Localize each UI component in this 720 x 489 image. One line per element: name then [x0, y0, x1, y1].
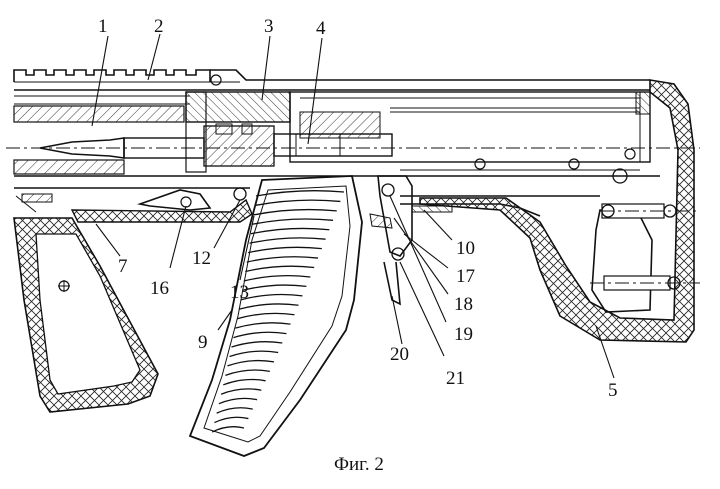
magazine-rib — [216, 407, 253, 414]
magazine-rib — [223, 378, 266, 386]
receiver-housing — [13, 69, 660, 217]
callout-labels: 1 2 3 4 5 7 9 10 12 13 16 17 18 19 20 21 — [98, 16, 618, 401]
callout-21: 21 — [446, 368, 465, 389]
cartridge-in-chamber — [39, 123, 393, 167]
pistol-grip — [13, 217, 159, 413]
magazine-rib — [242, 284, 307, 292]
buttstock — [419, 79, 700, 343]
magazine-rib — [211, 426, 245, 433]
magazine-rib — [255, 190, 345, 197]
magazine-rib — [238, 303, 299, 310]
magazine-rib — [248, 246, 322, 254]
callout-7: 7 — [118, 256, 128, 277]
pin-markers — [210, 74, 636, 170]
callout-12: 12 — [192, 248, 211, 269]
callout-4: 4 — [316, 18, 326, 39]
magazine-rib — [218, 397, 258, 405]
magazine-rib — [250, 227, 330, 235]
magazine-rib — [225, 369, 270, 376]
magazine-rib — [240, 293, 303, 301]
callout-9: 9 — [198, 332, 208, 353]
magazine-ribs — [211, 190, 345, 433]
magazine-rib — [231, 341, 283, 348]
magazine-rib — [214, 416, 249, 424]
callout-3: 3 — [264, 16, 274, 37]
callout-18: 18 — [454, 294, 473, 315]
magazine-rib — [220, 388, 262, 395]
callout-20: 20 — [390, 344, 409, 365]
magazine-rib — [254, 199, 341, 207]
trigger-housing — [15, 187, 253, 223]
magazine-rib — [249, 237, 326, 244]
callout-17: 17 — [456, 266, 475, 287]
callout-10: 10 — [456, 238, 475, 259]
magazine-rib — [245, 265, 315, 273]
magazine-rib — [246, 256, 319, 263]
magazine-rib — [229, 350, 279, 358]
top-rail — [13, 69, 211, 82]
magazine-rib — [243, 274, 311, 282]
magazine-rib — [236, 312, 295, 320]
magazine-catch — [369, 175, 453, 306]
callout-16: 16 — [150, 278, 169, 299]
figure-caption: Фиг. 2 — [334, 454, 384, 475]
magazine-rib — [235, 322, 291, 329]
magazine-rib — [233, 331, 287, 339]
callout-1: 1 — [98, 16, 108, 37]
magazine-rib — [227, 359, 275, 367]
callout-5: 5 — [608, 380, 618, 401]
callout-2: 2 — [154, 16, 164, 37]
leader-lines — [91, 33, 615, 379]
magazine — [188, 175, 363, 457]
callout-13: 13 — [230, 282, 249, 303]
magazine-rib — [252, 218, 334, 225]
magazine-rib — [253, 208, 337, 216]
callout-19: 19 — [454, 324, 473, 345]
